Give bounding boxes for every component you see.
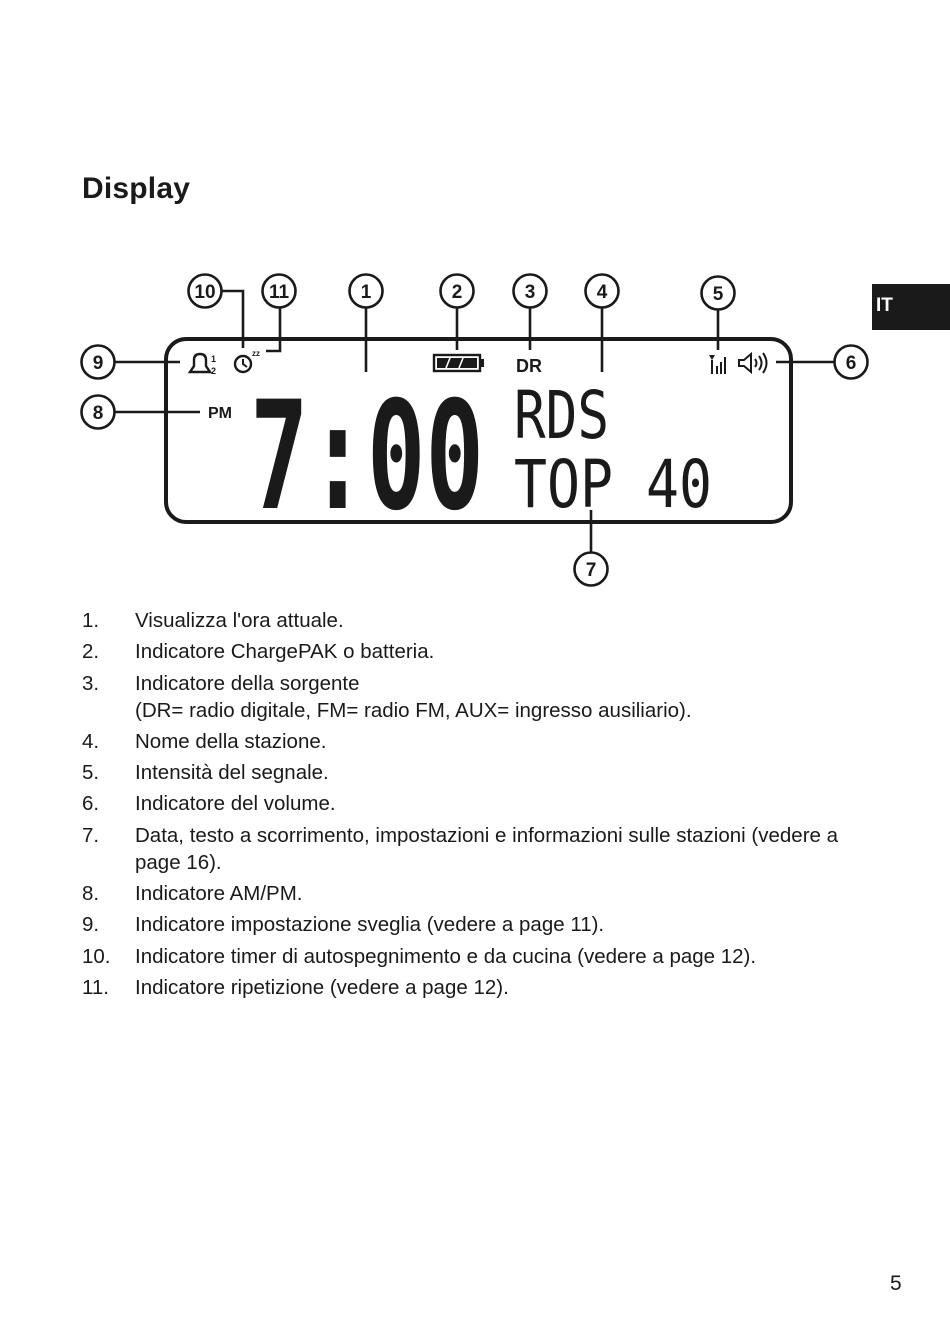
language-tab: IT xyxy=(872,284,950,330)
legend-item: 5. Intensità del segnale. xyxy=(82,759,882,786)
callout-1-label: 1 xyxy=(361,282,372,303)
page-title: Display xyxy=(82,172,191,205)
battery-icon xyxy=(432,353,484,373)
legend-item: 10. Indicatore timer di autospegnimento e… xyxy=(82,943,882,970)
snooze-icon: zz xyxy=(252,349,260,358)
legend-text: Indicatore ChargePAK o batteria. xyxy=(135,640,435,664)
station-name-line2: TOP 40 xyxy=(514,446,712,523)
legend-text: Indicatore timer di autospegnimento e da… xyxy=(135,944,757,968)
legend-item: 1. Visualizza l'ora attuale. xyxy=(82,607,882,634)
callout-3: 3 xyxy=(512,273,548,309)
legend-number: 8. xyxy=(82,882,100,906)
legend-item: 7. Data, testo a scorrimento, impostazion… xyxy=(82,822,882,876)
legend-text: Indicatore della sorgente xyxy=(135,671,360,695)
callout-10: 10 xyxy=(187,273,223,309)
battery-fill xyxy=(437,358,477,368)
callout-6-label: 6 xyxy=(846,353,857,374)
legend-text: Intensità del segnale. xyxy=(135,761,329,785)
volume-speaker-icon xyxy=(738,351,768,375)
alarm-number-1: 1 xyxy=(211,354,216,364)
legend-item: 9. Indicatore impostazione sveglia (veder… xyxy=(82,911,882,938)
legend-item: 2. Indicatore ChargePAK o batteria. xyxy=(82,638,882,665)
legend-text: Visualizza l'ora attuale. xyxy=(135,609,344,632)
callout-6: 6 xyxy=(833,344,869,380)
legend-list: 1. Visualizza l'ora attuale. 2. Indicatore… xyxy=(82,607,882,1005)
callout-3-label: 3 xyxy=(525,282,536,303)
callout-8-label: 8 xyxy=(93,403,104,424)
time-display: 7:00 xyxy=(250,370,484,544)
callout-9-label: 9 xyxy=(93,353,104,374)
callout-7-label: 7 xyxy=(586,560,597,581)
legend-text: Indicatore del volume. xyxy=(135,792,336,816)
legend-number: 1. xyxy=(82,609,100,632)
legend-item: 4. Nome della stazione. xyxy=(82,728,882,755)
legend-text: Nome della stazione. xyxy=(135,729,327,753)
pm-indicator: PM xyxy=(208,405,232,422)
legend-number: 6. xyxy=(82,792,100,816)
alarm-bell-icon: 1 2 xyxy=(187,352,216,376)
legend-item: 8. Indicatore AM/PM. xyxy=(82,880,882,907)
legend-text: Indicatore AM/PM. xyxy=(135,882,303,906)
callout-11-label: 11 xyxy=(269,282,290,303)
display-diagram: 1 2 3 4 5 6 7 8 9 10 11 1 2 xyxy=(80,273,869,587)
callout-1: 1 xyxy=(348,273,384,309)
legend-text: Indicatore ripetizione (vedere a page 12… xyxy=(135,975,509,999)
signal-strength-icon xyxy=(709,355,726,374)
legend-text: Indicatore impostazione sveglia (vedere … xyxy=(135,913,605,937)
leader-lines xyxy=(114,289,835,552)
legend-item: 3. Indicatore della sorgente (DR= radio di… xyxy=(82,670,882,724)
callout-4: 4 xyxy=(584,273,620,309)
legend-number: 11. xyxy=(82,975,109,999)
legend-number: 3. xyxy=(82,671,100,695)
page-number: 5 xyxy=(890,1272,902,1295)
legend-text: Data, testo a scorrimento, impostazioni … xyxy=(135,823,839,874)
timer-clock-icon xyxy=(233,354,253,374)
legend-number: 7. xyxy=(82,823,100,847)
alarm-number-2: 2 xyxy=(211,366,216,376)
source-indicator: DR xyxy=(516,356,542,376)
callout-4-label: 4 xyxy=(597,282,608,303)
callout-2-label: 2 xyxy=(452,282,463,303)
station-name-line1: RDS xyxy=(514,377,609,454)
legend-item: 11. Indicatore ripetizione (vedere a page… xyxy=(82,974,882,1001)
legend-number: 2. xyxy=(82,640,100,664)
lcd-frame xyxy=(164,337,793,524)
callout-11: 11 xyxy=(261,273,297,309)
callout-7: 7 xyxy=(573,551,609,587)
callout-8: 8 xyxy=(80,394,116,430)
legend-item: 6. Indicatore del volume. xyxy=(82,790,882,817)
callout-10-label: 10 xyxy=(194,282,215,303)
legend-number: 10. xyxy=(82,944,111,968)
legend-number: 9. xyxy=(82,913,100,937)
legend-text-continued: (DR= radio digitale, FM= radio FM, AUX= … xyxy=(135,698,692,722)
callout-5: 5 xyxy=(700,275,736,311)
callout-2: 2 xyxy=(439,273,475,309)
callout-9: 9 xyxy=(80,344,116,380)
callout-5-label: 5 xyxy=(713,284,724,305)
legend-number: 4. xyxy=(82,729,100,753)
legend-number: 5. xyxy=(82,761,100,785)
